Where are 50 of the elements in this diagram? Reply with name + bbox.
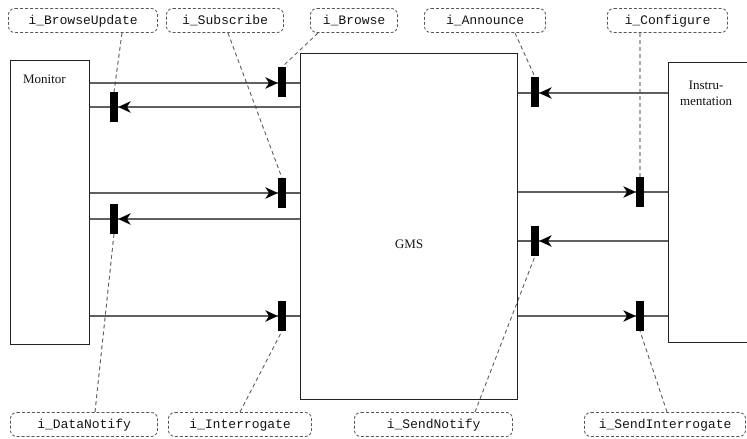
interface-bar xyxy=(278,178,286,208)
connector-line xyxy=(90,106,110,108)
interface-bar xyxy=(531,77,539,107)
arrow xyxy=(539,87,668,99)
interface-bar xyxy=(531,226,539,256)
component-name: GMS xyxy=(394,236,424,252)
arrow xyxy=(518,186,636,198)
interface-bar xyxy=(636,301,644,331)
arrow xyxy=(518,310,636,322)
connector-line xyxy=(518,92,531,94)
arrow xyxy=(539,235,668,247)
leader-line xyxy=(114,32,122,92)
interface-label: i_Announce xyxy=(424,8,546,33)
component-box xyxy=(10,60,90,345)
component-name: Instru-mentation xyxy=(679,77,733,110)
arrow xyxy=(90,187,278,199)
connector-line xyxy=(90,218,110,220)
interface-bar xyxy=(110,92,118,122)
arrow xyxy=(90,77,278,89)
interface-label: i_Configure xyxy=(607,8,728,33)
interface-bar xyxy=(278,301,286,331)
connector-line xyxy=(286,192,300,194)
interface-label: i_BrowseUpdate xyxy=(8,8,158,33)
leader-line xyxy=(228,32,282,178)
interface-label: i_SendNotify xyxy=(354,412,513,437)
connector-line xyxy=(518,240,531,242)
interface-label: i_Subscribe xyxy=(166,8,284,33)
interface-bar xyxy=(278,67,286,97)
interface-label: i_SendInterrogate xyxy=(584,412,746,437)
connector-line xyxy=(286,82,300,84)
arrow xyxy=(118,213,300,225)
component-box xyxy=(300,53,518,400)
interface-label: i_Interrogate xyxy=(168,412,312,437)
interface-bar xyxy=(636,177,644,207)
leader-line xyxy=(474,256,536,412)
connector-line xyxy=(644,315,668,317)
connector-line xyxy=(286,315,300,317)
component-box xyxy=(668,62,747,343)
interface-label: i_Browse xyxy=(310,8,398,33)
leader-line xyxy=(94,234,114,412)
component-name: Monitor xyxy=(23,71,66,87)
leader-line xyxy=(514,32,536,78)
connector-line xyxy=(644,191,668,193)
interface-bar xyxy=(110,204,118,234)
arrow xyxy=(118,101,300,113)
leader-line xyxy=(282,32,318,68)
leader-line xyxy=(240,330,282,412)
interface-label: i_DataNotify xyxy=(10,412,158,437)
arrow xyxy=(90,310,278,322)
leader-line xyxy=(640,330,668,412)
